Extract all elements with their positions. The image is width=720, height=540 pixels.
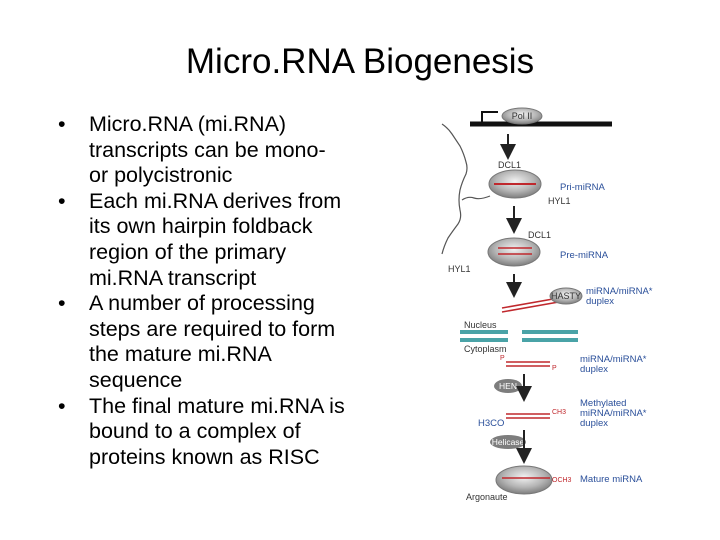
methyl-label-b: miRNA/miRNA* [580,408,647,419]
bullet-line: mi.RNA transcript [89,265,257,290]
hen-label: HEN [499,381,517,391]
duplex-label-1b: duplex [586,296,614,307]
nuclear-membrane: Nucleus Cytoplasm [460,320,578,354]
diagram-svg: Pol II DCL1 HYL1 Pri-miRNA DCL1 HYL1 Pre… [441,107,653,502]
bullet-dot: • [58,112,66,136]
hasty-label: HASTY [551,291,581,301]
hen-blob [494,379,522,393]
hasty-duplex-step: HASTY miRNA/miRNA* duplex [501,286,653,313]
dcl1-label-1: DCL1 [498,160,521,170]
bullet-line: region of the primary [89,239,287,264]
gene-locus: Pol II [470,107,612,127]
pol-ii-blob [501,107,543,125]
p3-label: P [552,365,557,372]
bullet-item: • A number of processing steps are requi… [56,291,386,393]
hyl1-label-2: HYL1 [448,264,471,274]
pri-mirna-step: DCL1 HYL1 Pri-miRNA [488,160,606,206]
argonaute-label: Argonaute [466,492,508,502]
dcl1-blob-2 [487,237,541,267]
bullet-line: steps are required to form [89,316,336,341]
bullet-line: A number of processing [89,291,315,316]
cytoplasm-duplex-step: P P miRNA/miRNA* duplex [500,354,647,375]
methylated-duplex-step: CH3 H3CO Methylated miRNA/miRNA* duplex [478,398,647,429]
slide-title: Micro.RNA Biogenesis [185,42,535,81]
hyl1-label-1: HYL1 [548,196,571,206]
ch3-label: CH3 [552,409,566,416]
pre-mirna-hairpin [498,247,532,255]
bullet-line: or polycistronic [89,163,233,188]
bullet-line: sequence [89,367,183,392]
methyl-label-c: duplex [580,418,608,429]
pre-mirna-step: DCL1 HYL1 Pre-miRNA [448,230,609,274]
methyl-label-a: Methylated [580,398,626,409]
mature-mirna-step: OCH3 Mature miRNA Argonaute [466,465,643,502]
duplex-label-2b: duplex [580,364,608,375]
p5-label: P [500,355,505,362]
bullet-item: • Each mi.RNA derives from its own hairp… [56,189,386,291]
och3-label: OCH3 [552,477,572,484]
h3co-label: H3CO [478,418,504,429]
duplex-label-1a: miRNA/miRNA* [586,286,653,297]
pol-ii-label: Pol II [512,111,533,121]
bullet-line: its own hairpin foldback [89,214,313,239]
dcl1-label-2: DCL1 [528,230,551,240]
helicase-label: Helicase [492,437,525,447]
bullet-dot: • [58,188,66,213]
mature-mirna-label: Mature miRNA [580,474,643,485]
transcript-tail [461,195,491,201]
bullet-item: • Micro.RNA (mi.RNA) transcripts can be … [56,112,386,189]
bullet-line: Micro.RNA (mi.RNA) [89,112,287,136]
bullet-item: • The final mature mi.RNA is bound to a … [56,394,386,471]
primary-transcript [441,123,468,255]
duplex-label-2a: miRNA/miRNA* [580,354,647,365]
helicase-blob [490,435,526,449]
bullet-dot: • [58,291,66,316]
hasty-blob [549,287,583,305]
bullet-line: transcripts can be mono- [89,137,326,162]
nucleus-label: Nucleus [464,320,497,330]
bullet-line: the mature mi.RNA [89,342,272,367]
pri-mirna-label: Pri-miRNA [560,182,606,193]
bullet-line: bound to a complex of [89,419,301,444]
mirna-biogenesis-diagram: Pol II DCL1 HYL1 Pri-miRNA DCL1 HYL1 Pre… [420,104,720,504]
bullet-line: Each mi.RNA derives from [89,188,342,213]
promoter-arrow [481,111,498,122]
bullet-line: proteins known as RISC [89,444,320,469]
cytoplasm-label: Cytoplasm [464,344,507,354]
bullet-list: • Micro.RNA (mi.RNA) transcripts can be … [56,112,386,470]
argonaute-blob [495,465,553,495]
bullet-line: The final mature mi.RNA is [89,393,345,418]
pre-mirna-label: Pre-miRNA [560,250,609,261]
bullet-dot: • [58,393,66,418]
